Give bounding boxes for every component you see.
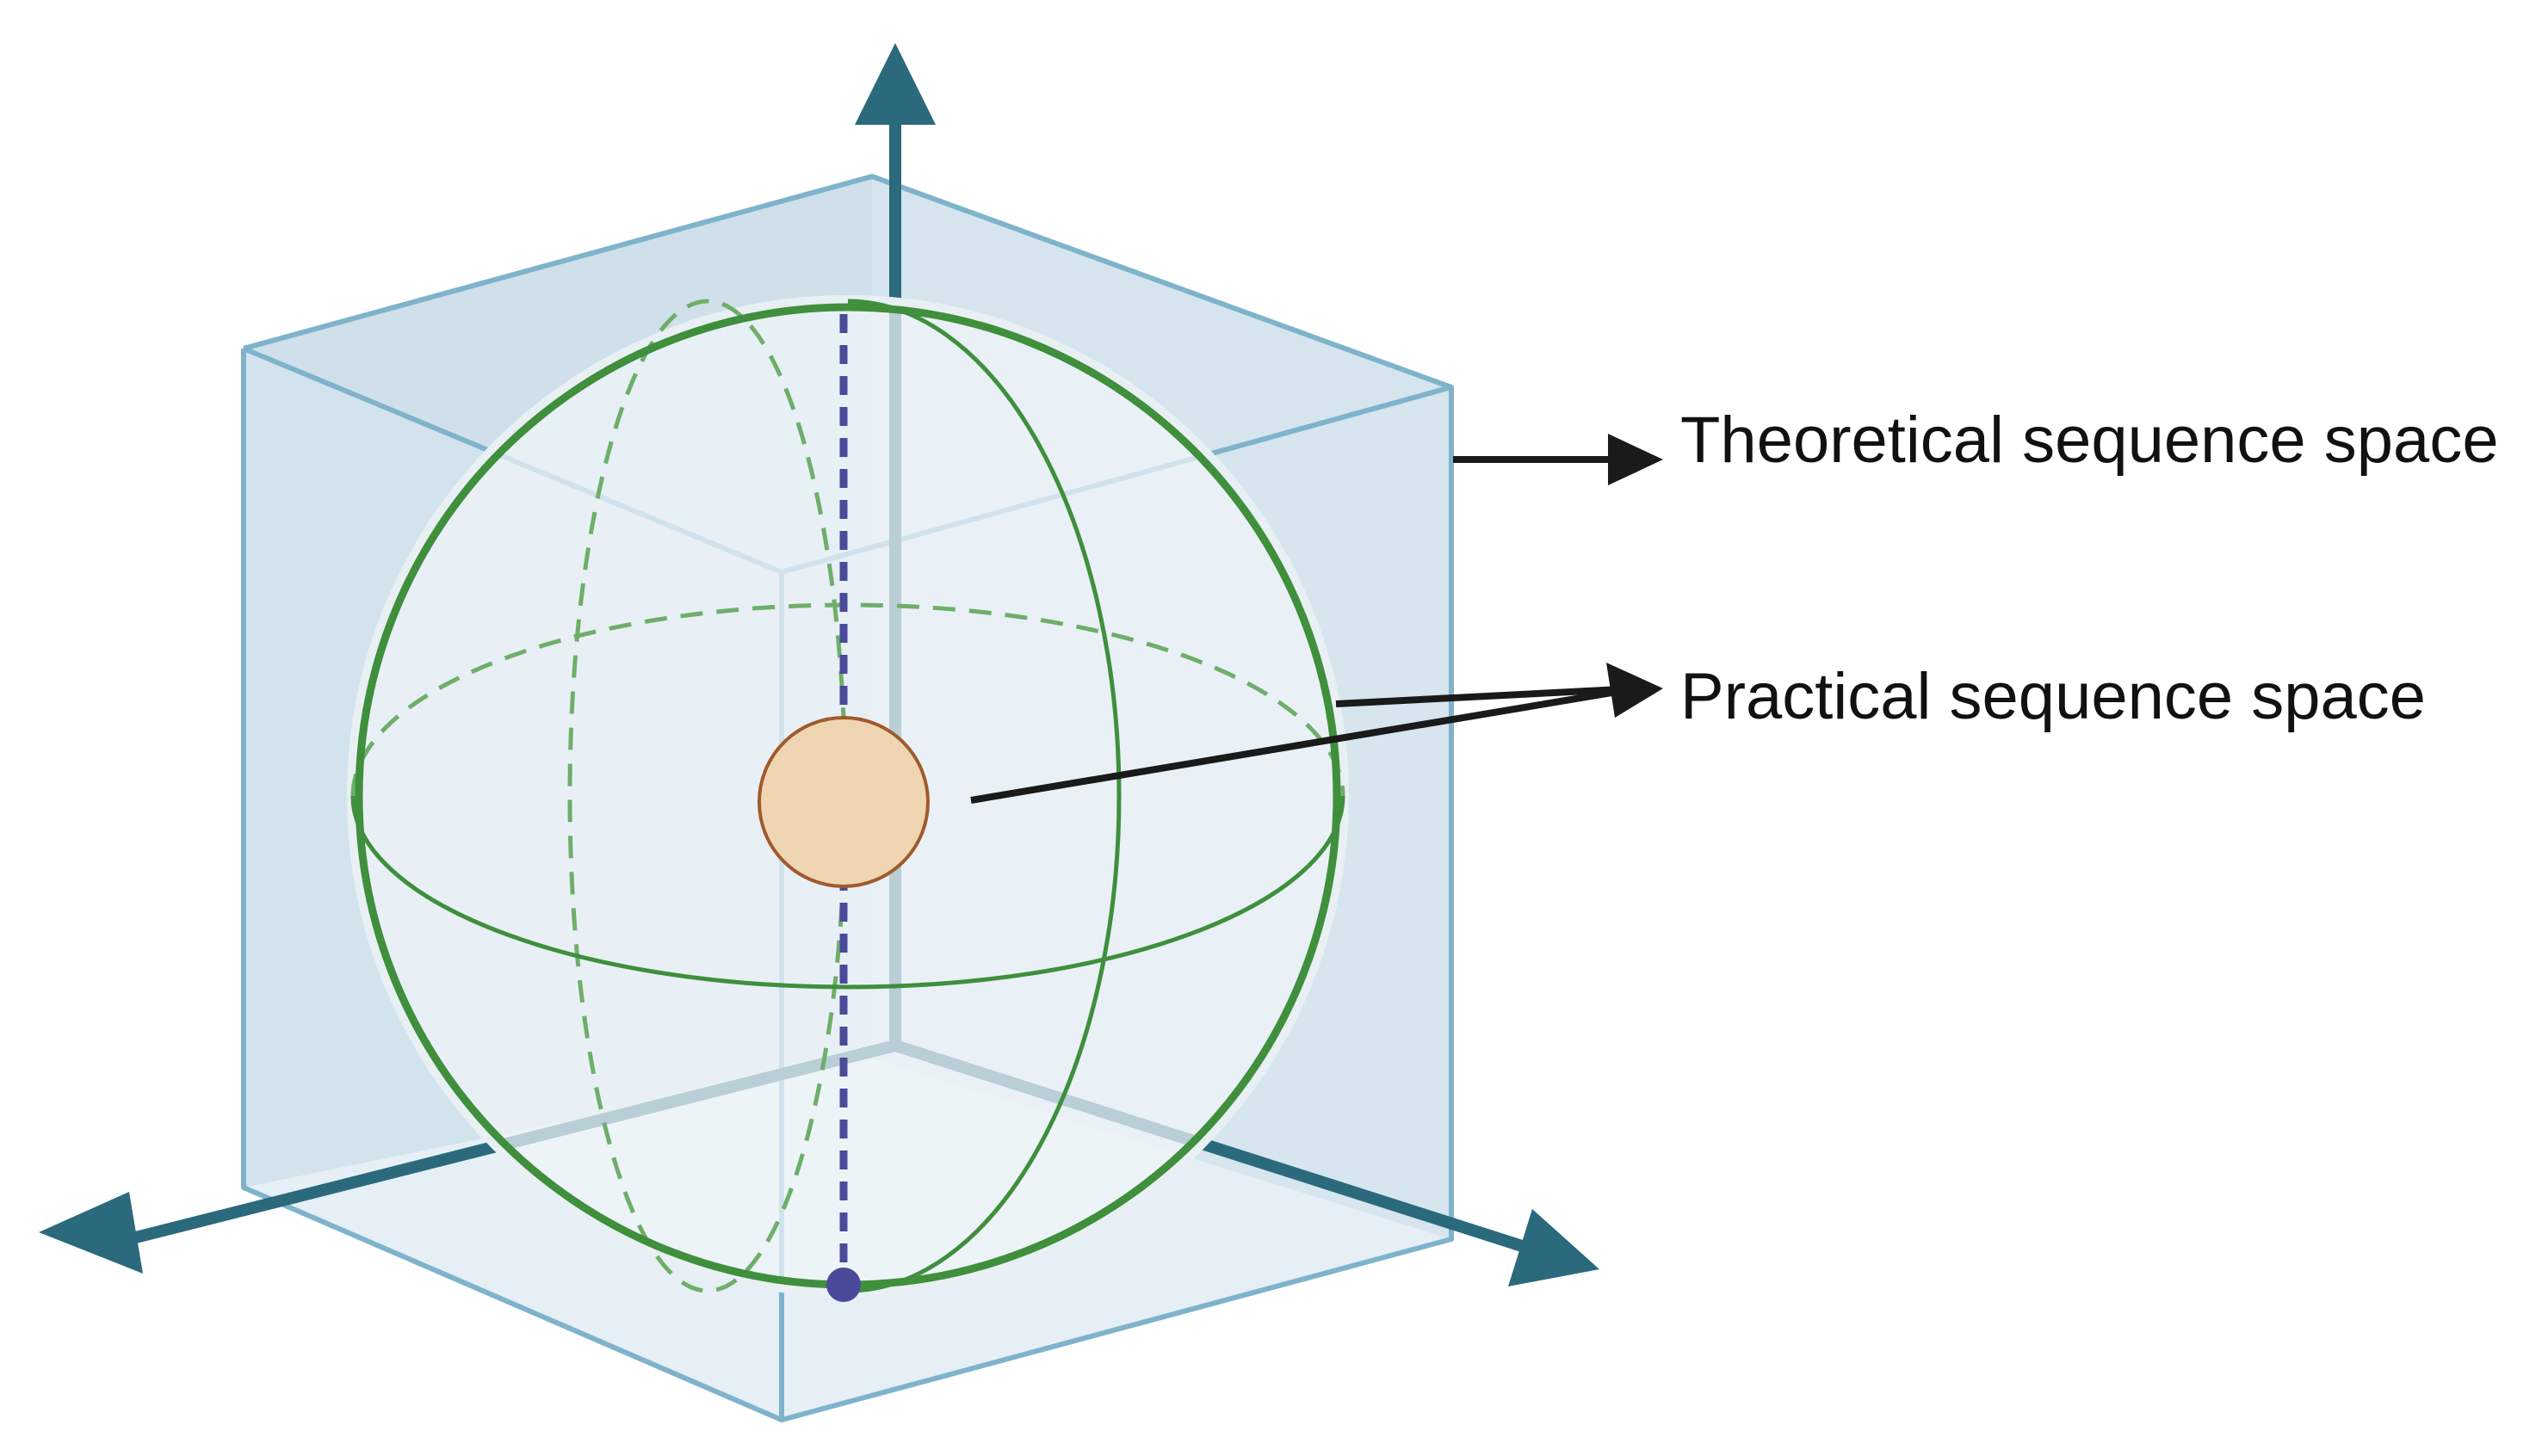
pointer-arrowheads xyxy=(1606,434,1663,718)
practical-pointer-from-core xyxy=(970,685,1638,804)
axis-base-dot xyxy=(826,1268,861,1302)
practical-core-circle xyxy=(758,716,930,888)
practical-arrowhead xyxy=(1606,663,1663,718)
sphere-front-equator xyxy=(350,795,1345,990)
axis-left-arrowhead xyxy=(39,1192,143,1274)
practical-pointer-from-sphere xyxy=(1335,685,1638,707)
axis-right-arrowhead xyxy=(1508,1209,1599,1286)
sphere-front-meridian xyxy=(847,299,1122,1293)
theoretical-sequence-space-label: Theoretical sequence space xyxy=(1680,404,2499,477)
sphere-back-equator xyxy=(350,602,1345,797)
theoretical-arrowhead xyxy=(1608,434,1663,485)
practical-sequence-space-label: Practical sequence space xyxy=(1680,660,2427,733)
axis-up-arrowhead xyxy=(855,43,936,125)
axis-arrowheads xyxy=(39,43,1599,1286)
